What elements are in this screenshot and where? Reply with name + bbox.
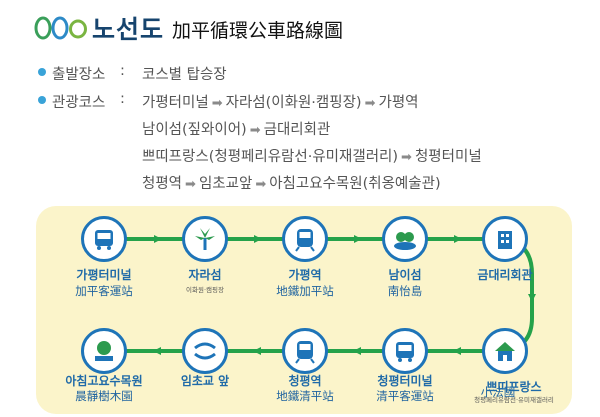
- station-2-label: 자라섬: [188, 268, 222, 282]
- windmill-icon: [195, 228, 215, 250]
- station-1-label: 가평터미널: [76, 268, 132, 282]
- course-row: 관광코스 :: [38, 91, 138, 111]
- departure-row: 출발장소 :: [38, 63, 238, 83]
- station-5[interactable]: [482, 216, 528, 262]
- station-1[interactable]: [81, 216, 127, 262]
- route-map: 가평터미널 加平客運站 자라섬 이화원·캠핑장 가평역 地鐵加平站 남이섬 南怡…: [36, 206, 572, 414]
- course-line-1: 가평터미널➡자라섬(이화원·캠핑장)➡가평역: [142, 95, 419, 111]
- course-line-2: 남이섬(짚와이어)➡금대리회관: [142, 122, 331, 138]
- station-8[interactable]: [282, 328, 328, 374]
- station-10[interactable]: [81, 328, 127, 374]
- station-8-label: 청평역: [288, 374, 322, 388]
- station-3-label: 가평역: [288, 268, 322, 282]
- arrow-icon: ➡: [211, 96, 223, 111]
- station-7[interactable]: [382, 328, 428, 374]
- departure-label: 출발장소: [52, 67, 106, 83]
- bullet-icon: [38, 68, 46, 76]
- station-3-chinese: 地鐵加平站: [276, 284, 334, 298]
- station-4-chinese: 南怡島: [387, 284, 423, 298]
- station-3[interactable]: [282, 216, 328, 262]
- station-8-chinese: 地鐵清平站: [276, 389, 334, 403]
- building-icon: [498, 231, 512, 249]
- bullet-icon: [38, 96, 46, 104]
- arrow-icon: ➡: [401, 150, 412, 165]
- brand-title: 노선도: [92, 15, 165, 44]
- bridge-icon: [194, 342, 216, 360]
- station-5-label: 금대리회관: [477, 268, 533, 282]
- island-icon: [394, 232, 416, 250]
- arrow-icon: ➡: [185, 177, 196, 192]
- course-line-4: 청평역➡임초교앞➡아침고요수목원(취옹예술관): [142, 176, 441, 192]
- arrow-icon: ➡: [249, 123, 261, 138]
- departure-value: 코스별 탑승장: [142, 67, 227, 83]
- station-7-chinese: 清平客運站: [376, 389, 434, 403]
- train-icon: [295, 229, 315, 252]
- garden-icon: [95, 341, 113, 361]
- bus-icon: [95, 230, 113, 250]
- station-10-chinese: 晨靜樹木園: [75, 389, 133, 403]
- bus-icon: [396, 342, 414, 362]
- arrow-icon: ➡: [255, 177, 267, 192]
- station-6-sub: 청평페리유람선·유미재갤러리: [474, 396, 554, 404]
- house-icon: [495, 342, 515, 361]
- station-2-sub: 이화원·캠핑장: [186, 286, 224, 294]
- station-7-label: 청평터미널: [377, 374, 433, 388]
- logo-icon: [34, 16, 87, 40]
- station-6-chinese: 小法國: [480, 385, 516, 399]
- train-icon: [295, 341, 315, 364]
- station-9[interactable]: [182, 328, 228, 374]
- station-1-chinese: 加平客運站: [75, 284, 133, 298]
- course-label: 관광코스: [52, 95, 106, 111]
- chinese-title: 加平循環公車路線圖: [172, 20, 344, 42]
- course-line-3: 쁘띠프랑스(청평페리유람선·유미재갤러리)➡청평터미널: [142, 149, 482, 165]
- arrow-icon: ➡: [364, 96, 376, 111]
- station-6[interactable]: [482, 328, 528, 374]
- station-9-label: 임초교 앞: [180, 374, 230, 388]
- station-10-label: 아침고요수목원: [65, 374, 143, 388]
- station-2[interactable]: [182, 216, 228, 262]
- station-4[interactable]: [382, 216, 428, 262]
- station-6-label: 쁘띠프랑스: [486, 380, 542, 394]
- station-4-label: 남이섬: [388, 268, 422, 282]
